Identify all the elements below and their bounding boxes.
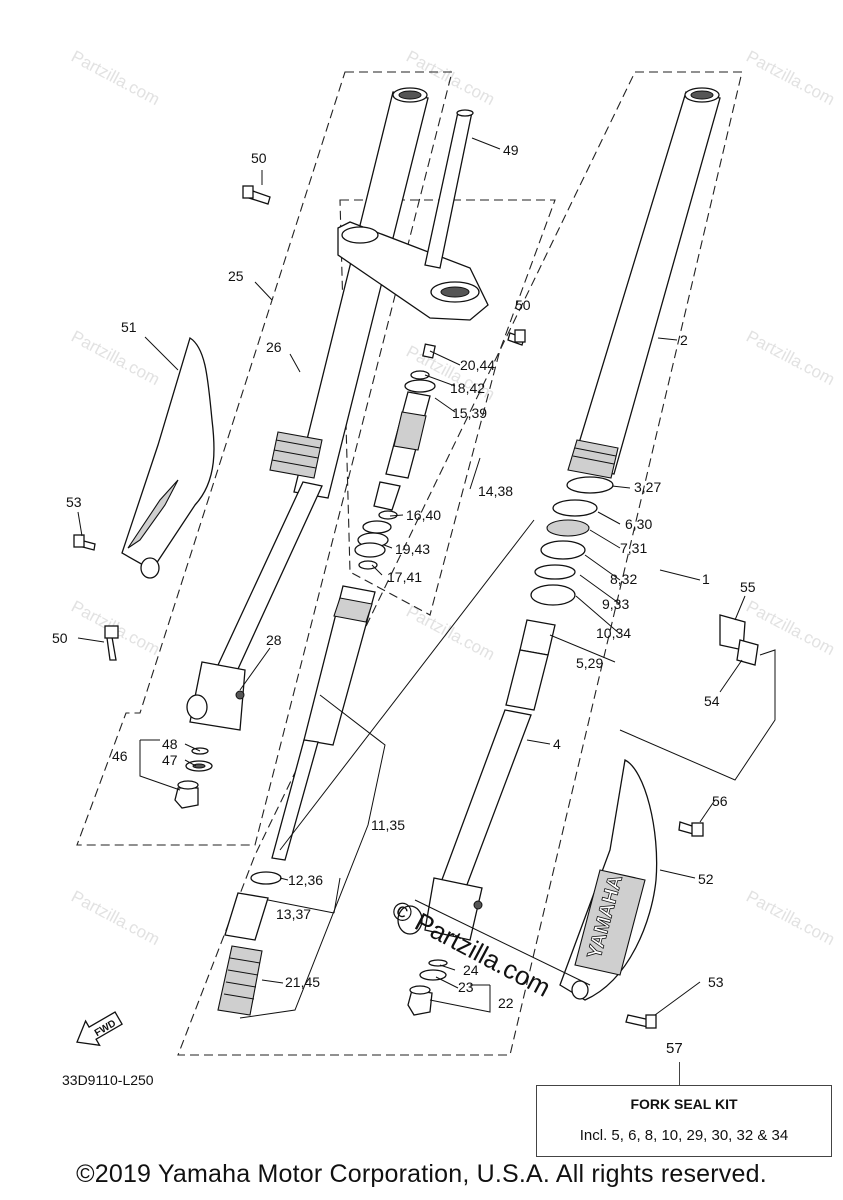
callout-25: 25 — [228, 268, 244, 284]
callout-53: 53 — [66, 494, 82, 510]
left-outer-tube — [269, 87, 429, 499]
kit-leader-line — [679, 1062, 680, 1085]
bolts-left — [73, 185, 526, 661]
callout-56: 56 — [712, 793, 728, 809]
callout-24: 24 — [463, 962, 479, 978]
callout-49: 49 — [503, 142, 519, 158]
copyright-notice: ©2019 Yamaha Motor Corporation, U.S.A. A… — [76, 1160, 767, 1188]
kit-contents: Incl. 5, 6, 8, 10, 29, 30, 32 & 34 — [579, 1127, 789, 1144]
callout-51: 51 — [121, 319, 137, 335]
callout-18-42: 18,42 — [450, 380, 485, 396]
callout-12-36: 12,36 — [288, 872, 323, 888]
diagram-code: 33D9110-L250 — [62, 1072, 154, 1088]
callout-17-41: 17,41 — [387, 569, 422, 585]
callout-50: 50 — [515, 297, 531, 313]
callout-50: 50 — [52, 630, 68, 646]
right-inner-tube — [397, 649, 549, 941]
callout-21-45: 21,45 — [285, 974, 320, 990]
callout-19-43: 19,43 — [395, 541, 430, 557]
callout-5-29: 5,29 — [576, 655, 603, 671]
watermark-text: Partzilla.com — [403, 602, 498, 664]
callout-26: 26 — [266, 339, 282, 355]
callout-47: 47 — [162, 752, 178, 768]
callout-6-30: 6,30 — [625, 516, 652, 532]
left-drain-parts — [174, 747, 213, 809]
callout-15-39: 15,39 — [452, 405, 487, 421]
left-fork-assembly-outline — [76, 71, 453, 846]
callout-2: 2 — [680, 332, 688, 348]
callout-3-27: 3,27 — [634, 479, 661, 495]
callout-55: 55 — [740, 579, 756, 595]
fork-seal-kit-box: FORK SEAL KIT Incl. 5, 6, 8, 10, 29, 30,… — [536, 1085, 832, 1157]
watermark-text: Partzilla.com — [743, 887, 838, 949]
callout-labels: 50 49 25 26 51 53 50 28 48 47 46 20,44 1… — [52, 142, 756, 1011]
callout-20-44: 20,44 — [460, 357, 495, 373]
kit-title: FORK SEAL KIT — [630, 1096, 738, 1112]
callout-16-40: 16,40 — [406, 507, 441, 523]
fwd-arrow-icon: FWD — [76, 1011, 123, 1047]
watermark-text: Partzilla.com — [68, 47, 163, 109]
callout-13-37: 13,37 — [276, 906, 311, 922]
fwd-label: FWD — [93, 1018, 118, 1039]
damper-assembly-outline — [339, 199, 556, 616]
guard-bracket-and-bolts — [625, 614, 759, 1029]
watermark-text: Partzilla.com — [743, 47, 838, 109]
leader-lines — [77, 137, 776, 1019]
right-drain-parts — [407, 959, 448, 1016]
callout-1: 1 — [702, 571, 710, 587]
callout-11-35: 11,35 — [371, 817, 405, 833]
callout-14-38: 14,38 — [478, 483, 513, 499]
callout-28: 28 — [266, 632, 282, 648]
left-inner-tube — [186, 481, 323, 731]
callout-53: 53 — [708, 974, 724, 990]
callout-50: 50 — [251, 150, 267, 166]
callout-9-33: 9,33 — [602, 596, 629, 612]
right-seals-and-bushings — [519, 476, 614, 656]
callout-48: 48 — [162, 736, 178, 752]
callout-23: 23 — [458, 979, 474, 995]
kit-number: 57 — [666, 1040, 683, 1057]
callout-8-32: 8,32 — [610, 571, 637, 587]
watermark-text: Partzilla.com — [743, 327, 838, 389]
callout-46: 46 — [112, 748, 128, 764]
right-fork-guard: YAMAHA — [559, 759, 658, 1001]
steering-shaft — [424, 109, 474, 269]
damper-cartridge — [217, 343, 436, 1016]
callout-54: 54 — [704, 693, 720, 709]
left-triple-clamp — [337, 221, 489, 321]
right-outer-tube — [567, 87, 721, 479]
callout-22: 22 — [498, 995, 514, 1011]
callout-4: 4 — [553, 736, 561, 752]
watermark-text: Partzilla.com — [68, 327, 163, 389]
callout-52: 52 — [698, 871, 714, 887]
left-fork-guard — [121, 336, 215, 579]
callout-10-34: 10,34 — [596, 625, 631, 641]
callout-7-31: 7,31 — [620, 540, 647, 556]
watermark-text: Partzilla.com — [68, 887, 163, 949]
